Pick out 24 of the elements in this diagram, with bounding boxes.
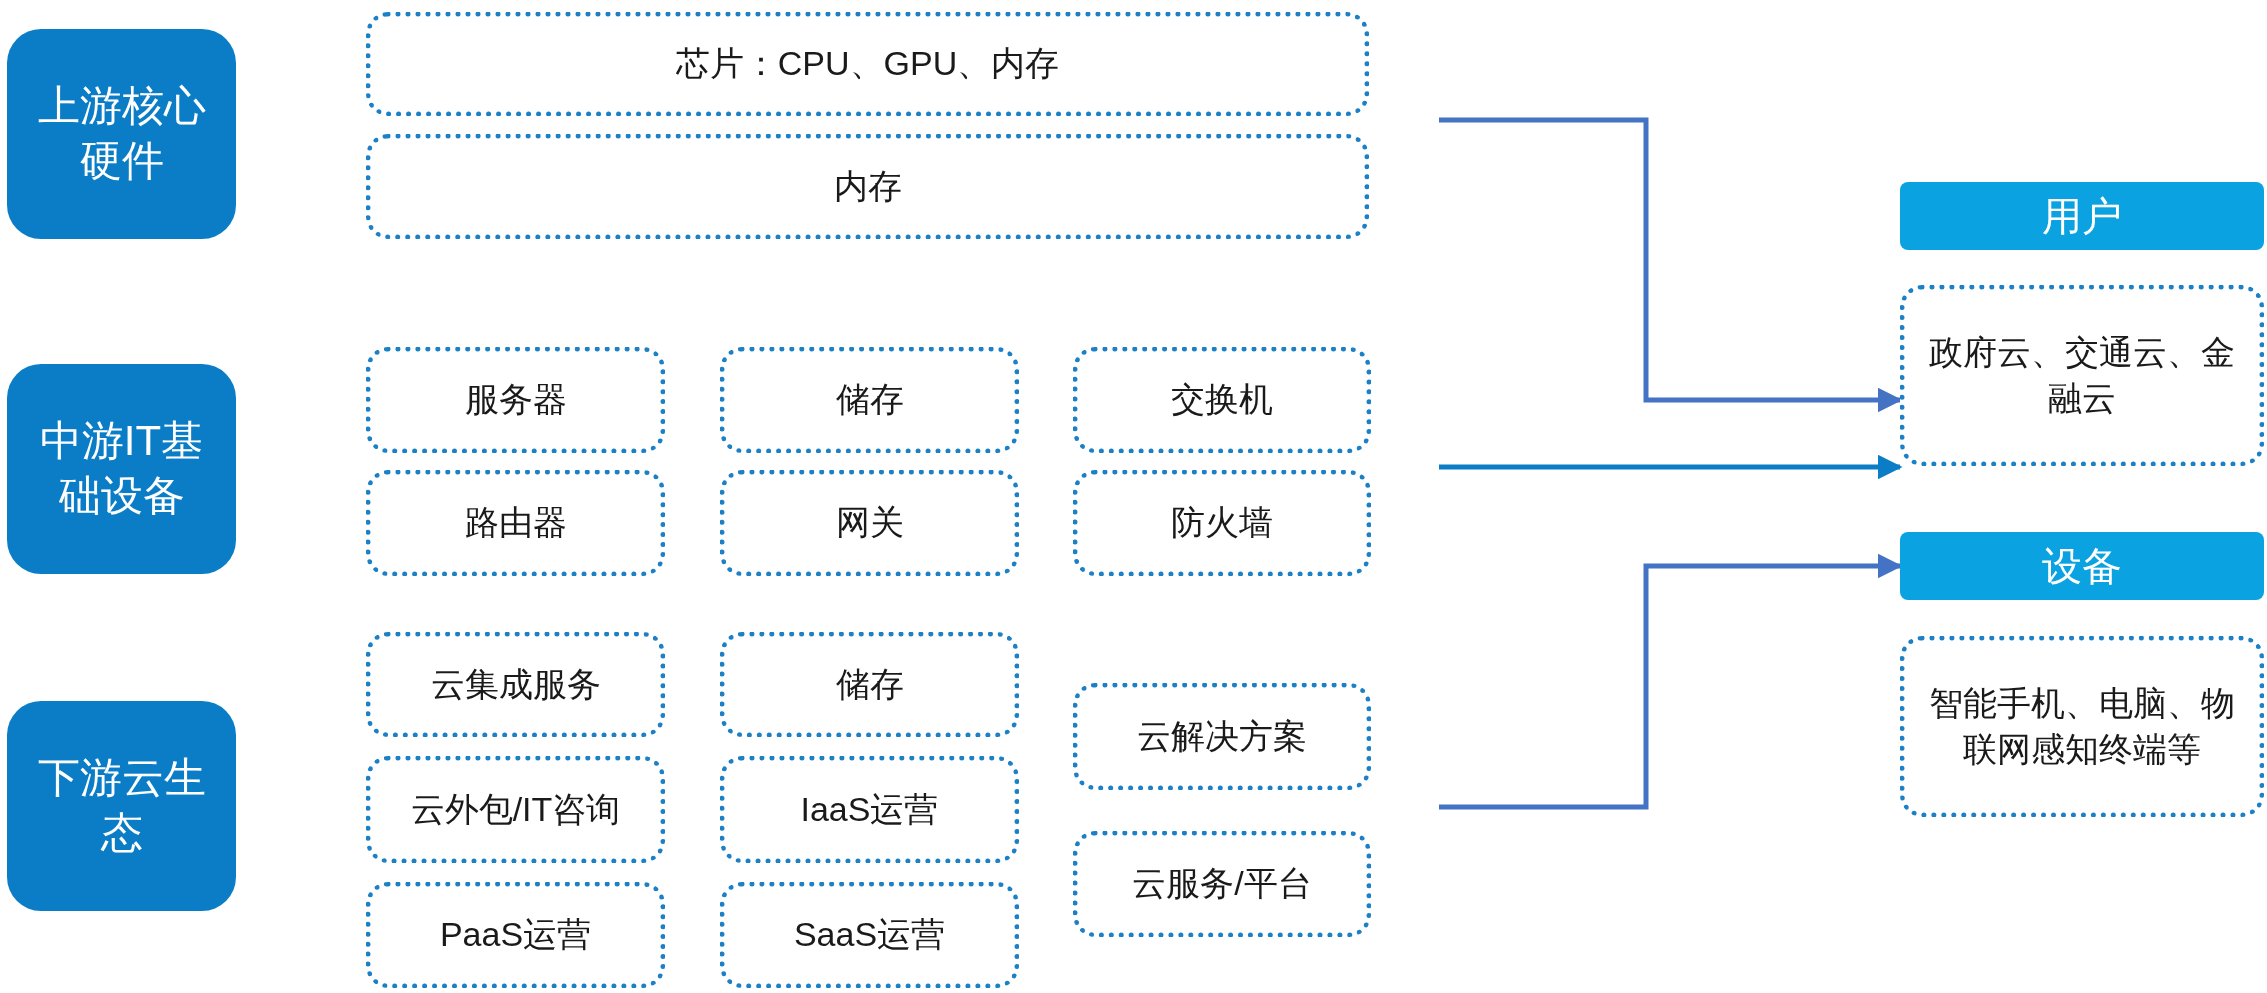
- item-box: 智能手机、电脑、物联网感知终端等: [1900, 636, 2264, 817]
- item-box: 路由器: [366, 470, 665, 576]
- item-box: 云集成服务: [366, 632, 665, 737]
- item-box: 芯片：CPU、GPU、内存: [366, 12, 1369, 116]
- item-box: 云服务/平台: [1073, 831, 1371, 937]
- item-box: 防火墙: [1073, 470, 1371, 576]
- item-box: 交换机: [1073, 347, 1371, 453]
- item-box: 云外包/IT咨询: [366, 756, 665, 863]
- item-box: IaaS运营: [720, 756, 1019, 863]
- item-box: 云解决方案: [1073, 683, 1371, 790]
- item-box: SaaS运营: [720, 882, 1019, 988]
- item-box: 政府云、交通云、金融云: [1900, 285, 2264, 466]
- arrow: [1439, 454, 1903, 480]
- item-box: PaaS运营: [366, 882, 665, 988]
- category-box: 中游IT基础设备: [7, 364, 236, 574]
- item-box: 内存: [366, 134, 1369, 239]
- item-box: 储存: [720, 632, 1019, 737]
- category-box: 下游云生态: [7, 701, 236, 911]
- item-box: 网关: [720, 470, 1019, 576]
- item-box: 储存: [720, 347, 1019, 453]
- category-box: 上游核心硬件: [7, 29, 236, 239]
- item-box: 服务器: [366, 347, 665, 453]
- header-bar: 设备: [1900, 532, 2264, 600]
- header-bar: 用户: [1900, 182, 2264, 250]
